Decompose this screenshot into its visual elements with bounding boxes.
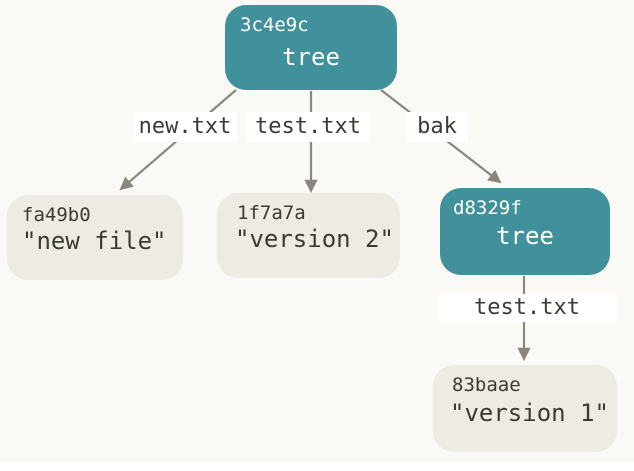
tree-hash-label: 3c4e9c [240, 14, 309, 36]
blob-hash-label: fa49b0 [22, 204, 91, 226]
tree-type-label: tree [282, 43, 340, 71]
node-blob-1f7a7a: 1f7a7a "version 2" [217, 193, 400, 278]
blob-content-label: "version 1" [450, 399, 609, 427]
edge-label-bak: bak [406, 112, 468, 142]
node-blob-83baae: 83baae "version 1" [433, 365, 617, 452]
node-tree-3c4e9c: 3c4e9c tree [225, 5, 397, 90]
edge-label-test-txt: test.txt [246, 112, 370, 142]
node-blob-fa49b0: fa49b0 "new file" [7, 195, 183, 280]
edge-label-new-txt: new.txt [133, 112, 237, 142]
bottom-margin-strip [0, 463, 634, 471]
blob-hash-label: 1f7a7a [237, 202, 306, 224]
blob-hash-label: 83baae [452, 374, 521, 396]
tree-hash-label: d8329f [453, 197, 522, 219]
tree-type-label: tree [496, 222, 554, 250]
edge-label-sub-test-txt: test.txt [437, 294, 617, 322]
blob-content-label: "new file" [22, 227, 167, 255]
node-tree-d8329f: d8329f tree [440, 188, 610, 275]
blob-content-label: "version 2" [235, 225, 394, 253]
